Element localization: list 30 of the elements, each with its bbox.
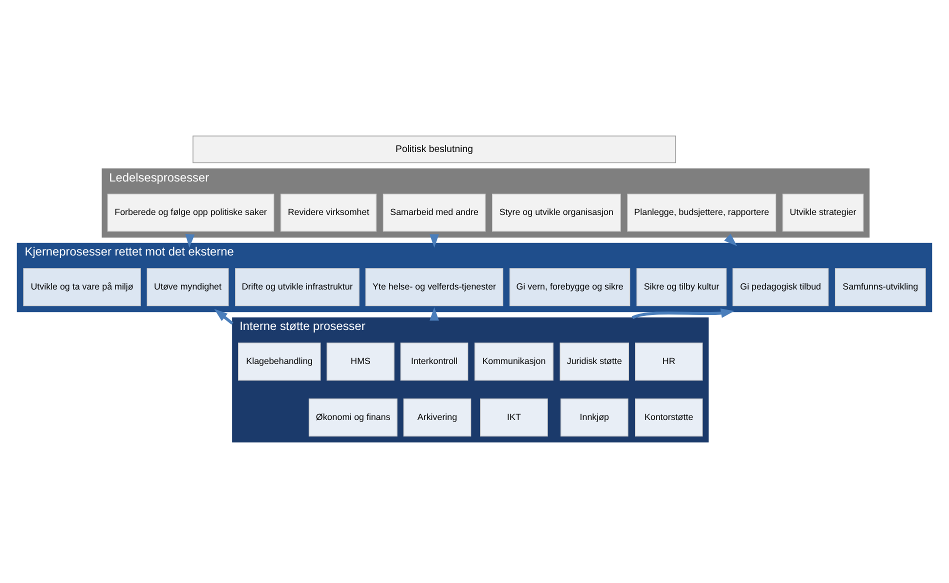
arrow <box>430 306 439 320</box>
node-box: HMS <box>326 342 394 380</box>
node-box: Gi pedagogisk tilbud <box>732 268 829 306</box>
node-box: Samfunns-utvikling <box>834 268 926 306</box>
node-box: Utvikle strategier <box>782 193 864 232</box>
node-box: Gi vern, forebygge og sikre <box>510 268 630 306</box>
node-box: Kontorstøtte <box>634 398 703 436</box>
node-box: Drifte og utvikle infrastruktur <box>235 268 360 306</box>
node-box: Utvikle og ta vare på miljø <box>23 268 141 306</box>
node-box: Juridisk støtte <box>560 342 630 380</box>
node-box: Kommunikasjon <box>474 342 554 380</box>
node-box: Revidere virksomhet <box>280 193 377 232</box>
node-box: Utøve myndighet <box>146 268 229 306</box>
node-box: Økonomi og finans <box>308 398 398 436</box>
node-box: Forberede og følge opp politiske saker <box>107 193 274 232</box>
node-box: IKT <box>480 398 548 436</box>
node-box: Politisk beslutning <box>192 135 676 163</box>
node-box: HR <box>634 342 703 380</box>
node-box: Interkontroll <box>400 342 468 380</box>
node-box: Sikre og tilby kultur <box>636 268 727 306</box>
node-box: Innkjøp <box>560 398 628 436</box>
node-box: Yte helse- og velferds-tjenester <box>365 268 504 306</box>
node-box: Klagebehandling <box>238 342 321 380</box>
node-box: Styre og utvikle organisasjon <box>492 193 621 232</box>
node-box: Samarbeid med andre <box>382 193 486 232</box>
arrow <box>185 234 195 248</box>
arrow <box>430 234 439 248</box>
node-box: Arkivering <box>403 398 472 436</box>
arrow <box>214 308 234 324</box>
node-box: Planlegge, budsjettere, rapportere <box>627 193 776 232</box>
